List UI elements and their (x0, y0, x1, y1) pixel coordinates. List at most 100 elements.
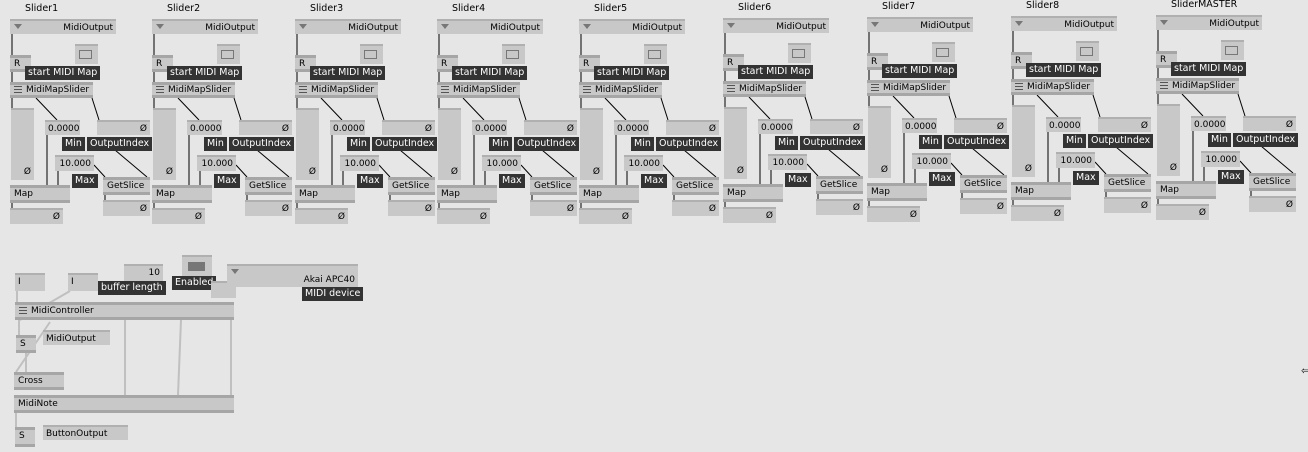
start-midi-map-toggle[interactable] (644, 44, 667, 64)
getslice-output[interactable]: Ø (103, 200, 150, 216)
midi-output-dropdown[interactable]: MidiOutput (1011, 16, 1117, 31)
midi-output-dropdown[interactable]: MidiOutput (723, 18, 829, 33)
max-input[interactable]: 10.000 (197, 155, 236, 171)
max-input[interactable]: 10.000 (768, 154, 807, 170)
getslice-node[interactable]: GetSlice (672, 177, 719, 195)
getslice-output[interactable]: Ø (530, 200, 577, 216)
midi-output-dropdown[interactable]: MidiOutput (1156, 15, 1262, 30)
midicontroller-node[interactable]: MidiController (15, 302, 234, 320)
vertical-slider[interactable]: Ø (153, 108, 176, 180)
max-input[interactable]: 10.000 (1056, 152, 1095, 168)
send-1-name[interactable]: MidiOutput (43, 330, 110, 345)
map-node[interactable]: Map (152, 185, 212, 203)
start-midi-map-toggle[interactable] (1076, 41, 1099, 61)
min-input[interactable]: 0.0000 (1191, 116, 1226, 131)
getslice-output[interactable]: Ø (388, 200, 435, 216)
start-midi-map-toggle[interactable] (217, 44, 240, 64)
midi-output-dropdown[interactable]: MidiOutput (152, 19, 258, 34)
map-node[interactable]: Map (1011, 182, 1071, 200)
min-input[interactable]: 0.0000 (45, 120, 80, 135)
buffer-length-input[interactable]: 10 (124, 264, 163, 281)
midimapslider-node[interactable]: MidiMapSlider (10, 82, 93, 98)
max-input[interactable]: 10.000 (482, 155, 521, 171)
send-2-name[interactable]: ButtonOutput (43, 425, 128, 440)
midimapslider-node[interactable]: MidiMapSlider (295, 82, 378, 98)
getslice-node[interactable]: GetSlice (816, 176, 863, 194)
getslice-output[interactable]: Ø (816, 199, 863, 215)
output-index-input[interactable]: Ø (524, 120, 577, 135)
map-output[interactable]: Ø (1011, 205, 1064, 221)
min-input[interactable]: 0.0000 (758, 119, 793, 134)
map-output[interactable]: Ø (10, 208, 63, 224)
start-midi-map-toggle[interactable] (502, 44, 525, 64)
io-box-1[interactable]: I (15, 273, 45, 291)
min-input[interactable]: 0.0000 (1046, 117, 1081, 132)
midi-output-dropdown[interactable]: MidiOutput (579, 19, 685, 34)
map-output[interactable]: Ø (295, 208, 348, 224)
midimapslider-node[interactable]: MidiMapSlider (867, 80, 950, 96)
getslice-node[interactable]: GetSlice (103, 177, 150, 195)
vertical-slider[interactable]: Ø (438, 108, 461, 180)
vertical-slider[interactable]: Ø (580, 108, 603, 180)
map-output[interactable]: Ø (1156, 204, 1209, 220)
start-midi-map-toggle[interactable] (1221, 40, 1244, 60)
getslice-output[interactable]: Ø (1249, 196, 1296, 212)
start-midi-map-toggle[interactable] (75, 44, 98, 64)
vertical-slider[interactable]: Ø (296, 108, 319, 180)
midi-output-dropdown[interactable]: MidiOutput (10, 19, 116, 34)
map-output[interactable]: Ø (723, 207, 776, 223)
max-input[interactable]: 10.000 (624, 155, 663, 171)
output-index-input[interactable]: Ø (666, 120, 719, 135)
midi-output-dropdown[interactable]: MidiOutput (867, 17, 973, 32)
midimapslider-node[interactable]: MidiMapSlider (437, 82, 520, 98)
map-output[interactable]: Ø (437, 208, 490, 224)
start-midi-map-toggle[interactable] (932, 42, 955, 62)
output-index-input[interactable]: Ø (239, 120, 292, 135)
map-node[interactable]: Map (1156, 181, 1216, 199)
max-input[interactable]: 10.000 (912, 153, 951, 169)
getslice-output[interactable]: Ø (672, 200, 719, 216)
vertical-slider[interactable]: Ø (11, 108, 34, 180)
output-index-input[interactable]: Ø (810, 119, 863, 134)
cross-node[interactable]: Cross (14, 372, 64, 390)
getslice-node[interactable]: GetSlice (1249, 173, 1296, 191)
getslice-node[interactable]: GetSlice (960, 175, 1007, 193)
min-input[interactable]: 0.0000 (472, 120, 507, 135)
map-node[interactable]: Map (437, 185, 497, 203)
send-node-2[interactable]: S (15, 427, 35, 447)
output-index-input[interactable]: Ø (382, 120, 435, 135)
vertical-slider[interactable]: Ø (1157, 104, 1180, 176)
getslice-node[interactable]: GetSlice (388, 177, 435, 195)
midi-device-dropdown[interactable]: Akai APC40 (227, 264, 358, 287)
output-index-input[interactable]: Ø (1098, 117, 1151, 132)
vertical-slider[interactable]: Ø (1012, 105, 1035, 177)
start-midi-map-toggle[interactable] (788, 43, 811, 63)
send-node-1[interactable]: S (16, 335, 36, 353)
max-input[interactable]: 10.000 (55, 155, 94, 171)
min-input[interactable]: 0.0000 (614, 120, 649, 135)
getslice-node[interactable]: GetSlice (1104, 174, 1151, 192)
getslice-node[interactable]: GetSlice (530, 177, 577, 195)
output-index-input[interactable]: Ø (97, 120, 150, 135)
midimapslider-node[interactable]: MidiMapSlider (1156, 78, 1239, 94)
midimapslider-node[interactable]: MidiMapSlider (152, 82, 235, 98)
map-node[interactable]: Map (10, 185, 70, 203)
midimapslider-node[interactable]: MidiMapSlider (579, 82, 662, 98)
midimapslider-node[interactable]: MidiMapSlider (1011, 79, 1094, 95)
map-output[interactable]: Ø (867, 206, 920, 222)
map-node[interactable]: Map (723, 184, 783, 202)
vertical-slider[interactable]: Ø (724, 107, 747, 179)
enabled-toggle[interactable] (182, 255, 212, 280)
getslice-output[interactable]: Ø (960, 198, 1007, 214)
min-input[interactable]: 0.0000 (330, 120, 365, 135)
min-input[interactable]: 0.0000 (187, 120, 222, 135)
output-index-input[interactable]: Ø (954, 118, 1007, 133)
start-midi-map-toggle[interactable] (360, 44, 383, 64)
max-input[interactable]: 10.000 (1201, 151, 1240, 167)
io-box-2[interactable]: I (68, 273, 98, 291)
getslice-node[interactable]: GetSlice (245, 177, 292, 195)
map-output[interactable]: Ø (579, 208, 632, 224)
map-output[interactable]: Ø (152, 208, 205, 224)
max-input[interactable]: 10.000 (340, 155, 379, 171)
midimapslider-node[interactable]: MidiMapSlider (723, 81, 806, 97)
